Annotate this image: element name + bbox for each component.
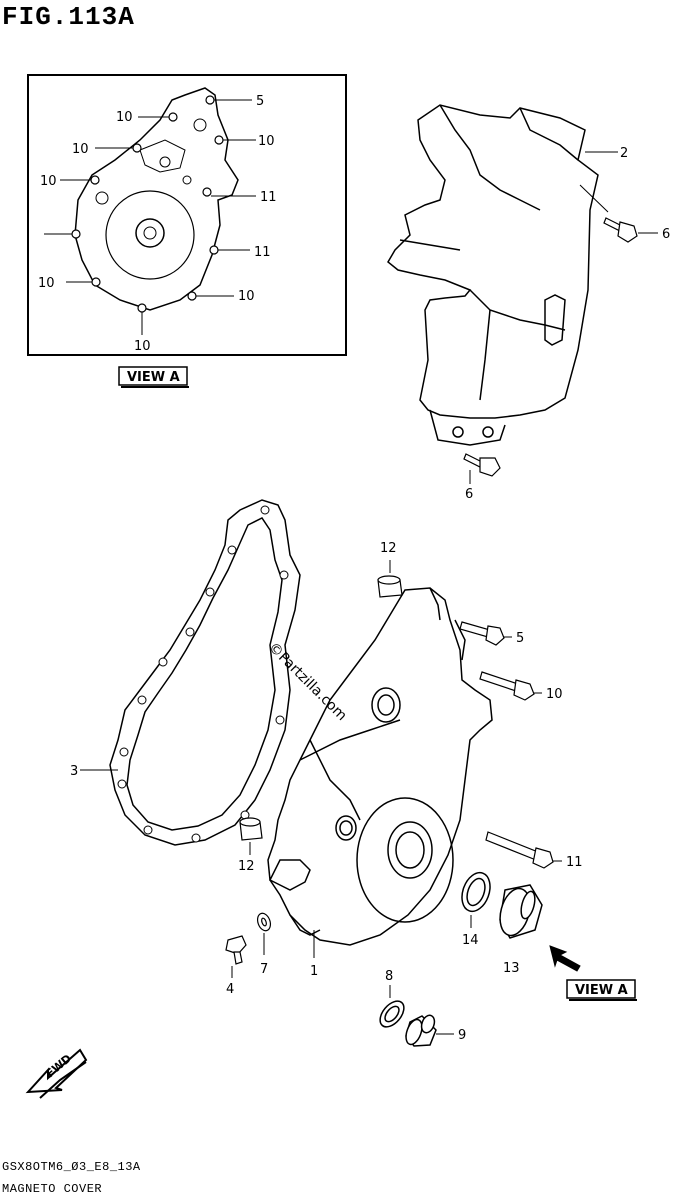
view-a-callout-10-lower-right: 10: [238, 289, 255, 304]
view-a-main-label-box: [566, 979, 636, 999]
view-a-inset: [27, 74, 347, 356]
callout-6-upper: 6: [662, 227, 670, 242]
view-a-callout-10-upper-left: 10: [72, 142, 89, 157]
figure-name: MAGNETO COVER: [2, 1182, 103, 1196]
watermark: ©Partzilla.com: [265, 640, 350, 725]
view-a-bolt-holes: [71, 95, 224, 313]
callout-8: 8: [385, 969, 393, 984]
callout-3: 3: [70, 764, 78, 779]
view-a-cap: [135, 218, 165, 248]
bolt-6-lower: [463, 453, 501, 477]
dowel-12-lower: [239, 817, 263, 841]
view-a-callout-10-left: 10: [40, 174, 57, 189]
view-a-callout-10-lower-left: 10: [38, 276, 55, 291]
plug-9: [405, 1014, 437, 1047]
view-a-frame: [27, 74, 347, 356]
view-a-inner-rim: [105, 190, 195, 280]
washer-8: [379, 1000, 405, 1028]
o-ring-14: [461, 871, 491, 913]
callout-10: 10: [546, 687, 563, 702]
view-a-boss: [193, 118, 207, 132]
washer-7: [256, 912, 272, 932]
callout-1: 1: [310, 964, 318, 979]
callout-14: 14: [462, 933, 479, 948]
figure-title: FIG.113A: [2, 2, 135, 32]
callout-11: 11: [566, 855, 583, 870]
bolt-5: [459, 621, 505, 646]
view-a-label: VIEW A: [127, 370, 180, 385]
callout-6-lower: 6: [465, 487, 473, 502]
dowel-12-upper: [377, 575, 403, 598]
view-a-callout-10-bottom: 10: [134, 339, 151, 354]
view-a-callout-10-right-top: 10: [258, 134, 275, 149]
part-1-magneto-cover: [267, 587, 493, 946]
callout-12-lower: 12: [238, 859, 255, 874]
bolt-11: [485, 831, 554, 869]
view-a-callout-11-lower: 11: [254, 245, 271, 260]
callout-13: 13: [503, 961, 520, 976]
cover-dome: [356, 797, 454, 923]
callout-9: 9: [458, 1028, 466, 1043]
view-a-label-box: [118, 366, 188, 386]
callout-5: 5: [516, 631, 524, 646]
view-a-callout-5: 5: [256, 94, 264, 109]
view-a-arrow: [549, 945, 581, 972]
plug-13: [499, 884, 543, 939]
figure-code: GSX8OTM6_Ø3_E8_13A: [2, 1160, 141, 1174]
bolt-10: [479, 671, 535, 701]
part-2-guard: [387, 104, 599, 446]
bolt-6-upper: [603, 217, 638, 243]
callout-2: 2: [620, 146, 628, 161]
view-a-callout-11-upper: 11: [260, 190, 277, 205]
gasket-holes: [117, 505, 289, 843]
view-a-callout-10-top: 10: [116, 110, 133, 125]
view-a-main-label: VIEW A: [575, 983, 628, 998]
callout-7: 7: [260, 962, 268, 977]
callout-12-upper: 12: [380, 541, 397, 556]
bolt-4: [225, 935, 247, 965]
fwd-arrow-icon: [25, 1048, 88, 1099]
view-a-cover-outline: [74, 87, 239, 311]
part-3-gasket: [109, 499, 301, 846]
callout-4: 4: [226, 982, 234, 997]
